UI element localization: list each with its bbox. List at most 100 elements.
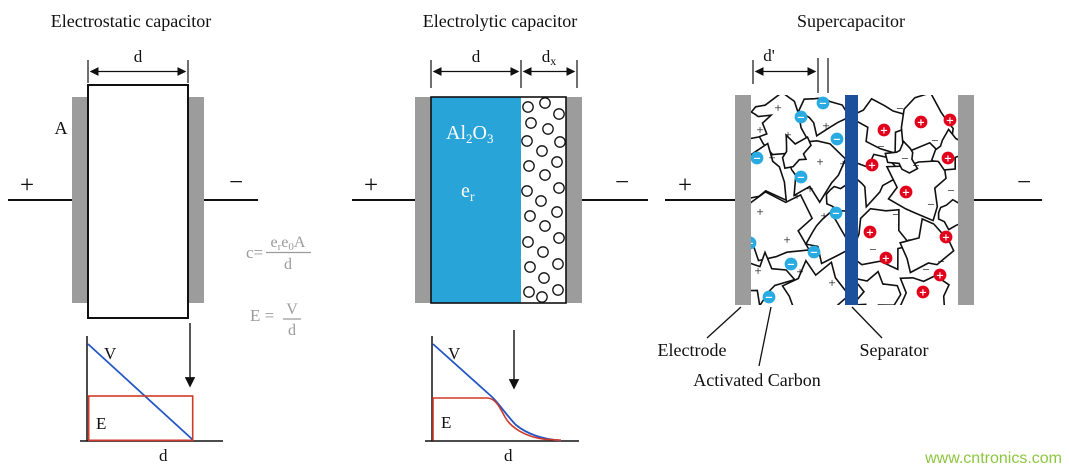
electrolytic-plus-terminal: + (364, 172, 378, 199)
electrostatic-dim-label: d (134, 47, 143, 66)
activated-carbon-callout-line (758, 306, 772, 367)
electrostatic-area-label: A (55, 118, 68, 138)
electrolyte-ion-bubble (535, 195, 547, 207)
carbon-particle (804, 210, 850, 265)
electrolytic-graph: V E d (425, 336, 579, 465)
positive-ion (939, 230, 953, 244)
electrolytic-dim-dx-label: dx (542, 47, 557, 68)
surface-charge-symbol: − (922, 262, 929, 277)
positive-ion-symbol: + (917, 118, 925, 129)
electrolytic-graph-x-label: d (504, 446, 513, 465)
electrolytic-minus-terminal: − (615, 169, 629, 196)
callout-lines (706, 306, 883, 367)
electrolyte-ion-bubble (536, 145, 548, 157)
separator-label: Separator (860, 340, 929, 360)
electrolyte-ion-bubble (538, 272, 550, 284)
electrolytic-voltage-curve (432, 343, 562, 442)
negative-ion-symbol: − (765, 293, 773, 304)
electrostatic-panel: Electrostatic capacitor d A + − V (8, 11, 258, 465)
positive-ion-symbol: + (866, 228, 874, 239)
electrostatic-title: Electrostatic capacitor (51, 11, 211, 31)
field-denominator: d (288, 322, 296, 339)
electrostatic-right-plate (188, 97, 204, 303)
supercapacitor-minus-terminal: − (1017, 169, 1031, 196)
surface-charge-symbol: − (937, 254, 944, 269)
electrode-label: Electrode (658, 340, 727, 360)
surface-charge-symbol: + (756, 122, 763, 137)
carbon-particle (781, 259, 851, 305)
field-formula: E = V d (250, 301, 301, 339)
electrolyte-ion-bubble (552, 284, 564, 296)
positive-ion-symbol: + (902, 188, 910, 199)
negative-ion (807, 245, 821, 259)
negative-ion-symbol: − (819, 99, 827, 110)
surface-charge-symbol: + (828, 275, 835, 290)
surface-charge-symbol: − (892, 207, 899, 222)
electrolytic-oxide-layer (431, 97, 521, 303)
surface-charge-symbol: − (947, 183, 954, 198)
carbon-particle (852, 270, 902, 305)
electrolyte-ion-bubble (536, 291, 548, 303)
field-lhs: E = (250, 306, 274, 325)
positive-ion (941, 151, 955, 165)
supercapacitor-dimension-dprime (752, 58, 829, 93)
electrostatic-plus-terminal: + (20, 172, 34, 199)
negative-ion (784, 257, 798, 271)
carbon-particle (797, 96, 851, 138)
negative-ion (794, 110, 808, 124)
negative-ion-symbol: − (832, 209, 840, 220)
electrolyte-ion-bubble (522, 236, 534, 248)
positive-ion (914, 115, 928, 129)
electrolyte-ion-bubble (554, 136, 566, 148)
negative-ion-symbol: − (797, 113, 805, 124)
electrolyte-ion-bubble (553, 182, 565, 194)
surface-charge-symbol: + (822, 118, 829, 133)
surface-charge-symbol: + (796, 264, 803, 279)
electrolyte-ion-bubble (537, 246, 549, 258)
electrolyte-ion-bubble (521, 185, 533, 197)
supercapacitor-left-electrode (735, 95, 751, 305)
negative-ion-symbol: − (810, 248, 818, 259)
watermark: www.cntronics.com (924, 450, 1062, 467)
electrostatic-graph-v-label: V (104, 344, 117, 363)
surface-charge-symbol: + (806, 181, 813, 196)
negative-ion-symbol: − (753, 154, 761, 165)
supercapacitor-dim-label: d' (763, 46, 775, 65)
permittivity-label: er (461, 180, 475, 205)
positive-ion (863, 225, 877, 239)
activated-carbon-label: Activated Carbon (693, 370, 820, 390)
surface-charge-symbol: − (896, 101, 903, 116)
carbon-particle (884, 139, 919, 174)
capacitance-lhs: c= (246, 243, 263, 262)
separator-membrane (845, 95, 858, 305)
positive-ion-symbol: + (868, 161, 876, 172)
surface-charge-symbol: − (907, 232, 914, 247)
separator-callout-line (851, 306, 883, 339)
surface-charge-symbol: + (754, 263, 761, 278)
negative-ion (794, 170, 808, 184)
electrostatic-graph: V E d (80, 336, 223, 465)
electrostatic-minus-terminal: − (229, 169, 243, 196)
electrolyte-ion-bubble (524, 261, 536, 273)
carbon-particle (742, 190, 814, 262)
surface-charge-symbol: − (869, 242, 876, 257)
electrolyte-ion-bubble (539, 220, 551, 232)
surface-charge-symbol: − (912, 158, 919, 173)
electrolyte-ion-bubble (553, 232, 565, 244)
surface-charge-symbol: + (793, 188, 800, 203)
positive-ion (877, 123, 891, 137)
surface-charge-symbol: + (783, 232, 790, 247)
field-numerator: V (286, 301, 298, 318)
surface-charge-symbol: − (877, 139, 884, 154)
carbon-particle (781, 133, 812, 170)
electrostatic-dimension-d (87, 60, 189, 83)
positive-ion-symbol: + (882, 254, 890, 265)
electrolytic-dimensions (430, 60, 578, 88)
surface-charge-symbol: − (927, 197, 934, 212)
electrolyte-bubbles (521, 97, 566, 303)
surface-charge-symbol: − (901, 151, 908, 166)
positive-ion (943, 113, 957, 127)
surface-charge-symbol: + (816, 154, 823, 169)
